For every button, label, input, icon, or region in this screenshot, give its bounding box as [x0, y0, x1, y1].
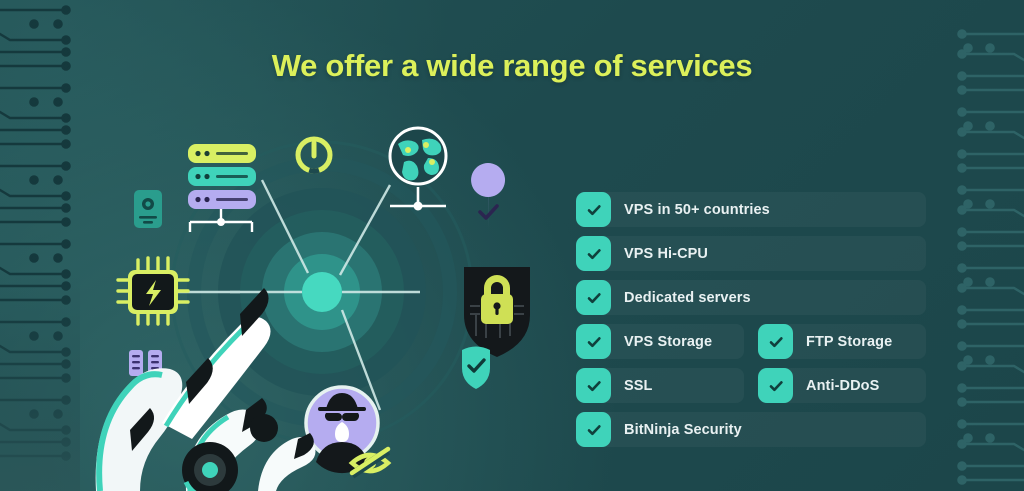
services-row: VPS in 50+ countries [576, 192, 926, 227]
service-item-anti-ddos[interactable]: Anti-DDoS [758, 368, 926, 403]
lock-shield-icon [464, 267, 530, 357]
map-pin-check-icon [471, 163, 506, 230]
services-list: VPS in 50+ countries VPS Hi-CPU Dedicate… [576, 192, 926, 456]
service-item-bitninja-security[interactable]: BitNinja Security [576, 412, 926, 447]
robot-hand-icon [95, 288, 316, 491]
check-icon [576, 324, 611, 359]
check-icon [758, 324, 793, 359]
cpu-chip-icon [116, 256, 190, 326]
shield-check-icon [462, 346, 490, 389]
check-icon [576, 412, 611, 447]
service-label: Dedicated servers [624, 289, 751, 306]
services-illustration [95, 126, 530, 491]
service-label: Anti-DDoS [806, 377, 880, 394]
server-stack-icon [188, 144, 256, 232]
services-row: VPS Storage FTP Storage [576, 324, 926, 359]
check-icon [758, 368, 793, 403]
service-label: FTP Storage [806, 333, 893, 350]
service-item-vps-hi-cpu[interactable]: VPS Hi-CPU [576, 236, 926, 271]
service-label: SSL [624, 377, 653, 394]
service-label: VPS Hi-CPU [624, 245, 708, 262]
service-label: BitNinja Security [624, 421, 742, 438]
service-item-vps-countries[interactable]: VPS in 50+ countries [576, 192, 926, 227]
service-label: VPS in 50+ countries [624, 201, 770, 218]
service-label: VPS Storage [624, 333, 713, 350]
services-row: Dedicated servers [576, 280, 926, 315]
services-row: SSL Anti-DDoS [576, 368, 926, 403]
services-row: VPS Hi-CPU [576, 236, 926, 271]
check-icon [576, 192, 611, 227]
service-item-vps-storage[interactable]: VPS Storage [576, 324, 744, 359]
check-icon [576, 368, 611, 403]
globe-icon [388, 126, 448, 211]
services-row: BitNinja Security [576, 412, 926, 447]
check-icon [576, 236, 611, 271]
id-card-icon [134, 190, 162, 228]
connector-lines [150, 179, 420, 411]
service-item-ftp-storage[interactable]: FTP Storage [758, 324, 926, 359]
page-title: We offer a wide range of services [271, 48, 753, 83]
check-icon [576, 280, 611, 315]
power-button-icon [295, 136, 333, 174]
service-item-dedicated-servers[interactable]: Dedicated servers [576, 280, 926, 315]
service-item-ssl[interactable]: SSL [576, 368, 744, 403]
eye-off-icon [348, 446, 392, 479]
